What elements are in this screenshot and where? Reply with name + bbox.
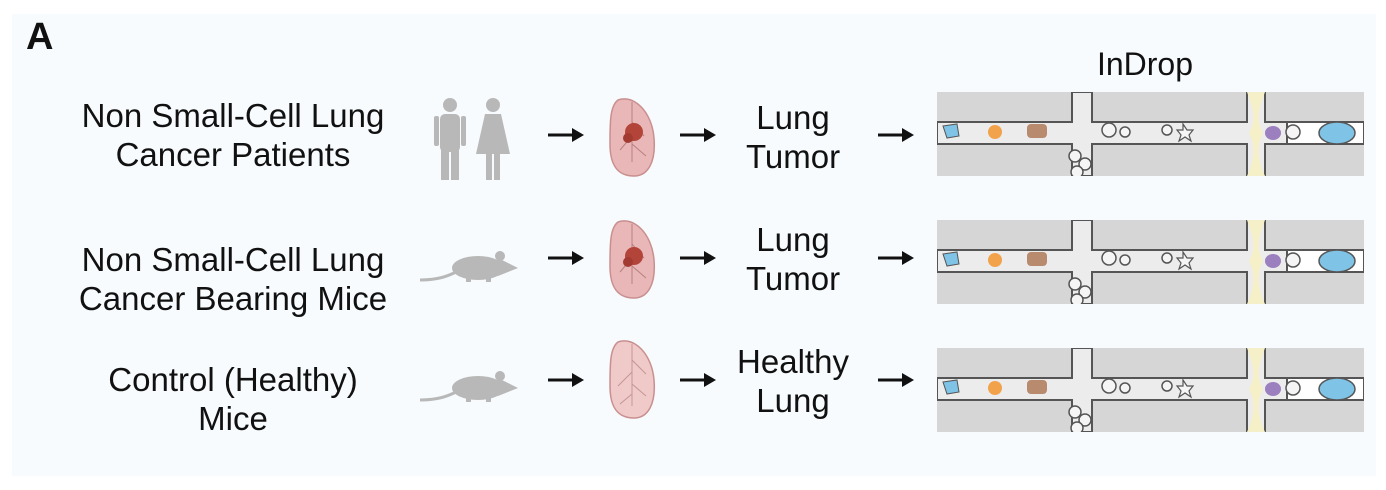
outcome-label: Lung Tumor [718,98,868,176]
arrow-icon [878,128,914,142]
workflow-row-control-mice: Control (Healthy) Mice Healthy Lung [0,330,1386,450]
arrow-icon [680,128,716,142]
source-label-line2: Cancer Patients [115,136,351,173]
source-label-line1: Non Small-Cell Lung [81,97,385,134]
tumor-lung-icon [609,98,656,177]
source-label-line1: Non Small-Cell Lung [81,241,385,278]
indrop-chip-icon [937,348,1364,432]
source-label: Non Small-Cell Lung Cancer Bearing Mice [48,240,418,318]
arrow-icon [878,251,914,265]
outcome-label: Lung Tumor [718,220,868,298]
arrow-icon [548,373,584,387]
arrow-icon [548,251,584,265]
source-label: Control (Healthy) Mice [48,360,418,438]
outcome-label: Healthy Lung [718,342,868,420]
source-label-line2: Cancer Bearing Mice [78,280,388,317]
arrow-icon [680,373,716,387]
workflow-row-patients: Non Small-Cell Lung Cancer Patients Lung… [0,88,1386,208]
outcome-label-line1: Healthy [737,343,849,380]
mouse-icon [419,251,518,282]
healthy-lung-icon [609,340,656,419]
source-label: Non Small-Cell Lung Cancer Patients [48,96,418,174]
mouse-icon [419,371,518,402]
indrop-title: InDrop [1096,46,1194,82]
indrop-chip-icon [937,220,1364,304]
source-label-line2: Mice [198,400,268,437]
tumor-lung-icon [609,220,656,299]
outcome-label-line2: Tumor [745,260,841,297]
outcome-label-line1: Lung [756,221,830,258]
indrop-chip-icon [937,92,1364,176]
panel-letter: A [26,16,54,58]
arrow-icon [680,251,716,265]
outcome-label-line2: Tumor [745,138,841,175]
workflow-row-tumor-mice: Non Small-Cell Lung Cancer Bearing Mice … [0,208,1386,328]
arrow-icon [878,373,914,387]
outcome-label-line2: Lung [756,382,830,419]
source-label-line1: Control (Healthy) [108,361,358,398]
arrow-icon [548,128,584,142]
human-pair-icon [434,98,510,180]
outcome-label-line1: Lung [756,99,830,136]
